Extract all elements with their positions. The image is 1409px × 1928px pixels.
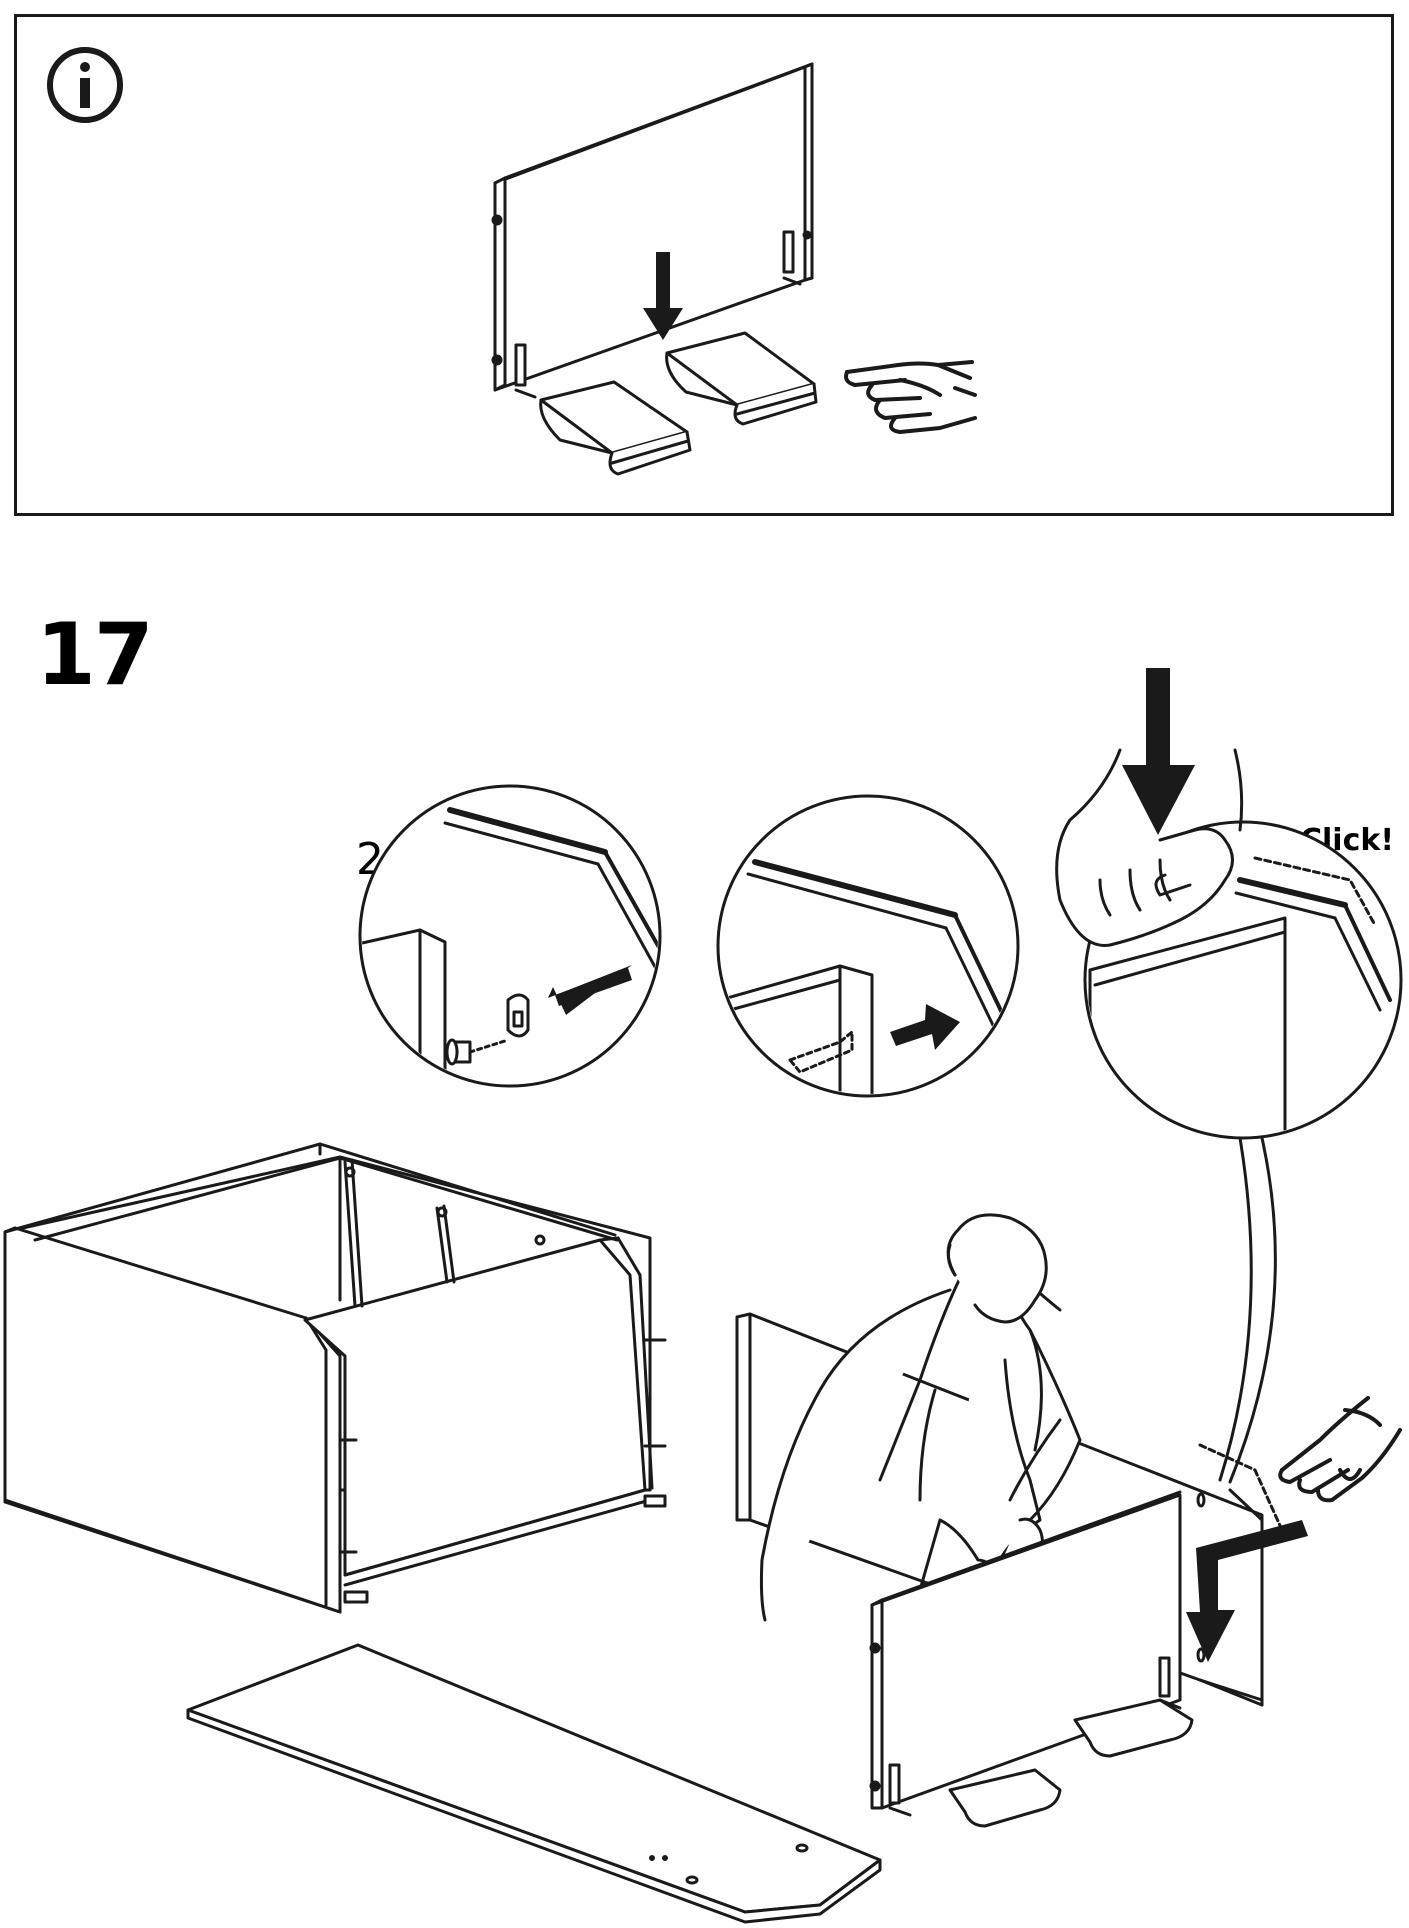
book-icon xyxy=(665,331,818,426)
down-arrow-icon xyxy=(643,252,683,340)
pointing-hand-icon xyxy=(844,360,977,434)
step-number: 17 xyxy=(36,605,154,705)
pressing-hand-icon xyxy=(1055,748,1244,947)
cabinet-frame xyxy=(3,1142,667,1614)
pointing-hand-icon xyxy=(1278,1396,1402,1503)
detail-circle-slide-in xyxy=(716,794,1020,1098)
person-assembling xyxy=(735,1213,1284,1828)
left-arrow-icon xyxy=(548,965,632,1015)
insert-arrow-icon xyxy=(1186,1520,1308,1662)
detail-circle-press-click xyxy=(1055,668,1403,1484)
down-arrow-icon xyxy=(1122,668,1195,835)
left-arrow-icon xyxy=(890,1004,960,1050)
bottom-board xyxy=(186,1643,882,1924)
info-icon xyxy=(47,47,123,123)
detail-circle-cam-lock xyxy=(358,784,662,1088)
book-icon xyxy=(539,380,692,476)
panel-on-books xyxy=(491,62,814,399)
info-panel xyxy=(14,14,1394,516)
